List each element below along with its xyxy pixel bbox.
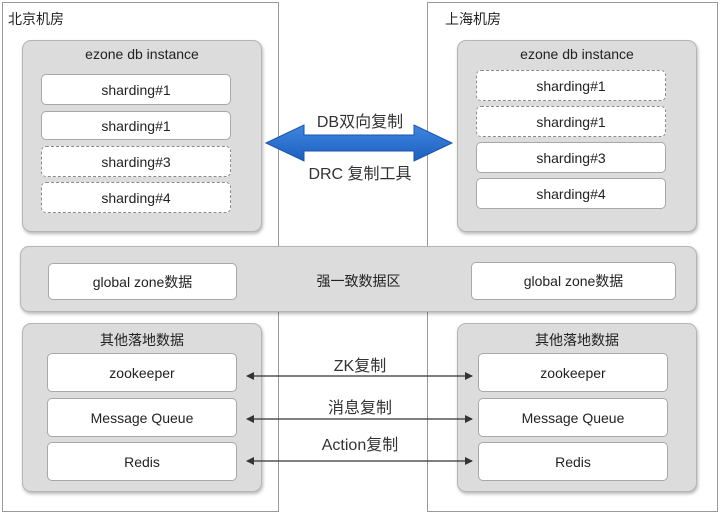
shanghai-shard-3: sharding#3 [476, 142, 666, 173]
shanghai-shard-2: sharding#1 [476, 106, 666, 137]
global-zone-box-shanghai: global zone数据 [471, 262, 676, 300]
beijing-shard-3: sharding#3 [41, 146, 231, 177]
db-replication-label: DB双向复制 [316, 114, 404, 131]
datacenter-title-beijing: 北京机房 [8, 11, 64, 27]
beijing-shard-4: sharding#4 [41, 182, 231, 213]
shanghai-shard-1: sharding#1 [476, 70, 666, 101]
beijing-db-instance-panel: ezone db instance sharding#1 sharding#1 … [22, 40, 262, 232]
beijing-shard-1: sharding#1 [41, 74, 231, 105]
beijing-redis: Redis [47, 442, 237, 481]
shanghai-db-instance-panel: ezone db instance sharding#1 sharding#1 … [457, 40, 697, 232]
global-zone-panel: global zone数据 强一致数据区 global zone数据 [20, 246, 697, 312]
action-replication-label: Action复制 [321, 437, 399, 454]
beijing-message-queue: Message Queue [47, 398, 237, 437]
shanghai-other-data-panel: 其他落地数据 zookeeper Message Queue Redis [457, 323, 697, 492]
beijing-db-instance-title: ezone db instance [85, 46, 199, 62]
drc-tool-label: DRC 复制工具 [308, 166, 412, 183]
shanghai-shard-4: sharding#4 [476, 178, 666, 209]
shanghai-message-queue: Message Queue [478, 398, 668, 437]
beijing-other-data-title: 其他落地数据 [100, 332, 184, 348]
beijing-zookeeper: zookeeper [47, 353, 237, 392]
datacenter-title-shanghai: 上海机房 [445, 11, 501, 27]
message-replication-label: 消息复制 [327, 400, 392, 417]
shanghai-other-data-title: 其他落地数据 [535, 332, 619, 348]
shanghai-redis: Redis [478, 442, 668, 481]
db-replication-double-arrow [264, 124, 454, 162]
shanghai-db-instance-title: ezone db instance [520, 46, 634, 62]
zk-replication-label: ZK复制 [333, 358, 387, 375]
shanghai-zookeeper: zookeeper [478, 353, 668, 392]
global-zone-box-beijing: global zone数据 [48, 263, 237, 300]
strong-consistency-label: 强一致数据区 [316, 273, 401, 289]
beijing-other-data-panel: 其他落地数据 zookeeper Message Queue Redis [22, 323, 262, 492]
beijing-shard-2: sharding#1 [41, 111, 231, 140]
